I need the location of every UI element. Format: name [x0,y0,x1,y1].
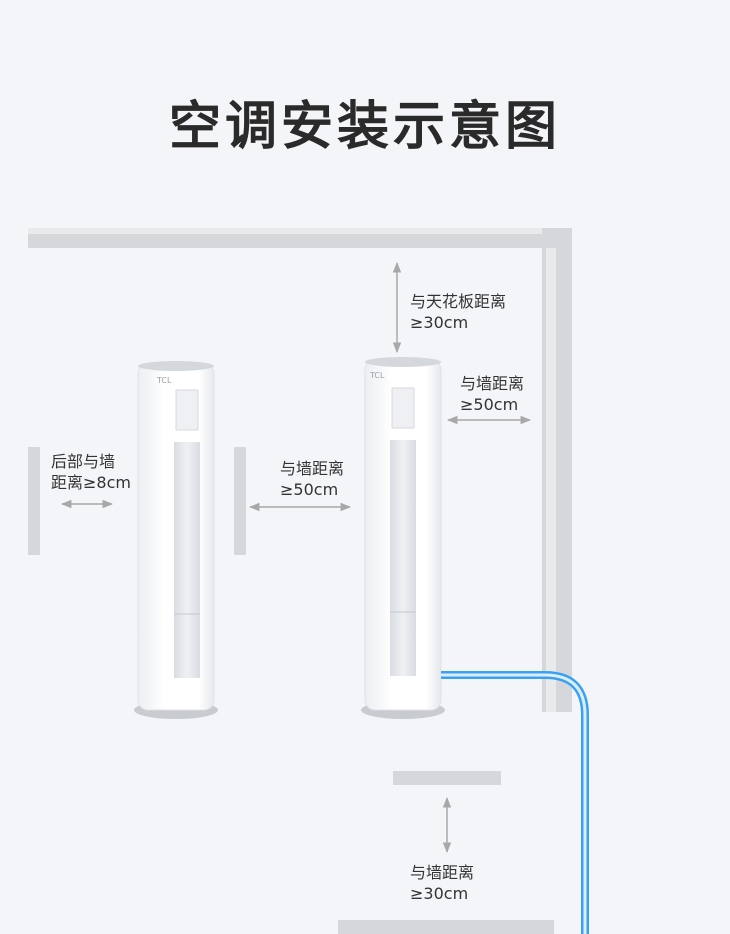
label-line: 与墙距离 [410,863,475,882]
ac-unit-right: TCL [361,357,445,719]
brand-logo: TCL [369,371,385,380]
dimension-arrows [60,261,532,854]
label-line: 距离≥8cm [51,473,131,492]
label-line: ≥50cm [280,480,339,499]
left-back-wall [28,447,40,555]
air-outlet-panel [174,442,200,678]
label-line: ≥30cm [410,884,469,903]
side-wall-distance-label: 与墙距离 ≥50cm [280,458,344,500]
brand-logo: TCL [156,376,172,385]
right-wall-distance-label: 与墙距离 ≥50cm [460,373,524,415]
label-line: 与墙距离 [460,374,525,393]
page-title: 空调安装示意图 [168,97,561,157]
air-outlet-panel [390,440,416,676]
display-panel [391,387,415,429]
middle-back-wall [234,447,246,555]
label-line: ≥30cm [410,313,469,332]
display-panel [175,389,199,431]
ceiling-distance-label: 与天花板距离 ≥30cm [410,291,506,333]
label-line: 与墙距离 [280,459,345,478]
label-line: 与天花板距离 [410,292,507,311]
back-distance-label: 后部与墙 距离≥8cm [51,451,131,493]
bottom-wall [338,920,554,934]
front-wall [393,771,501,785]
front-distance-label: 与墙距离 ≥30cm [410,862,474,904]
label-line: 后部与墙 [51,452,116,471]
label-line: ≥50cm [460,395,519,414]
ac-unit-left: TCL [134,361,218,719]
refrigerant-pipe [441,671,589,934]
room-walls [28,228,572,934]
